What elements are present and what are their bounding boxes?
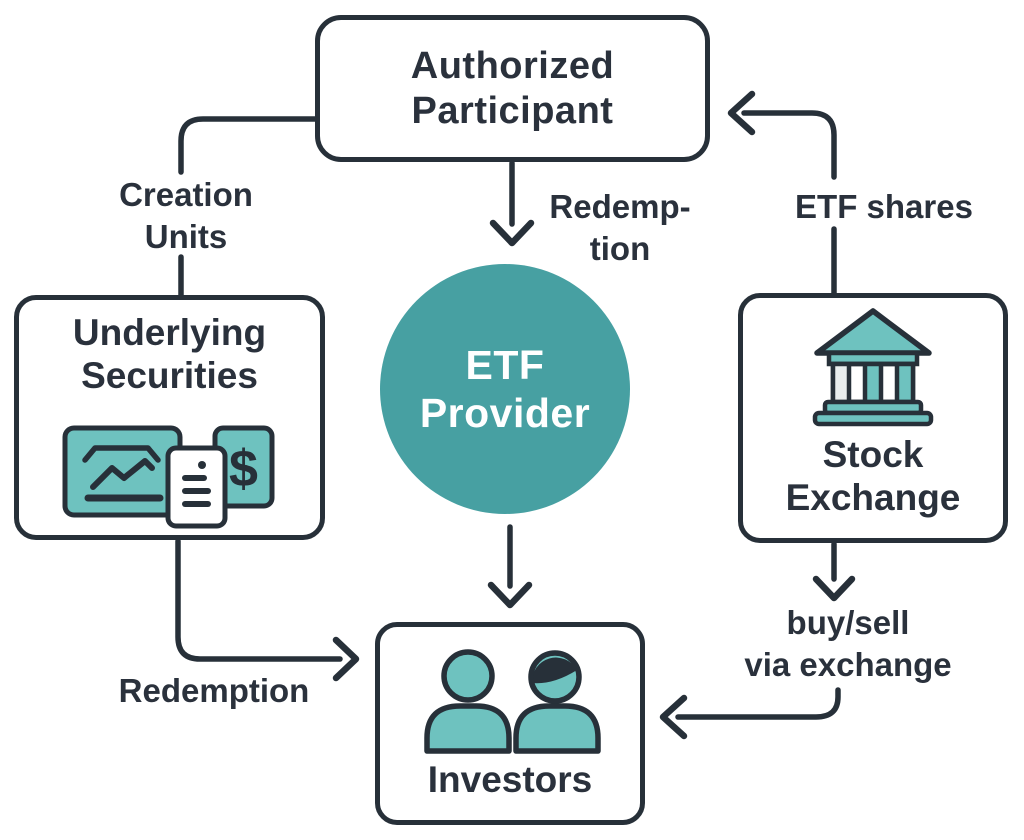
- authorized-participant-label: Authorized Participant: [410, 45, 615, 132]
- document-icon: [165, 445, 228, 529]
- person-left-icon: [424, 649, 512, 754]
- chart-icon: [62, 425, 183, 518]
- edge-redemption-securities-to-investors: [175, 538, 360, 682]
- dollar-card-icon: $: [212, 425, 275, 509]
- person-right-icon: [513, 650, 601, 754]
- node-investors: Investors: [375, 622, 645, 825]
- edge-redemption-ap-to-provider: [489, 160, 535, 247]
- node-authorized-participant: Authorized Participant: [315, 15, 710, 162]
- dollar-sign: $: [229, 440, 258, 498]
- securities-icons: $: [62, 425, 275, 529]
- underlying-securities-label: Underlying Securities: [72, 312, 267, 396]
- bank-icon: [812, 308, 934, 427]
- etf-provider-label: ETF Provider: [419, 341, 591, 436]
- redemption-top-label: Redemp- tion: [549, 188, 691, 267]
- edge-provider-to-investors: [487, 524, 533, 609]
- edge-exchange-buysell-down: [812, 541, 856, 602]
- edge-creation-units: [178, 116, 319, 299]
- investors-icon: [424, 649, 601, 754]
- investors-label: Investors: [427, 759, 593, 800]
- node-underlying-securities: Underlying Securities $: [14, 295, 325, 540]
- edge-etf-shares-exchange-to-ap: [727, 90, 837, 297]
- creation-units-label: Creation Units: [119, 176, 253, 255]
- redemption-bottom-label: Redemption: [118, 672, 310, 709]
- edge-buysell-to-investors: [659, 687, 841, 740]
- buy-sell-label: buy/sell via exchange: [744, 604, 952, 683]
- node-stock-exchange: Stock Exchange: [738, 293, 1008, 543]
- node-etf-provider: ETF Provider: [380, 264, 630, 514]
- etf-shares-label: ETF shares: [795, 188, 973, 225]
- stock-exchange-label: Stock Exchange: [785, 434, 961, 518]
